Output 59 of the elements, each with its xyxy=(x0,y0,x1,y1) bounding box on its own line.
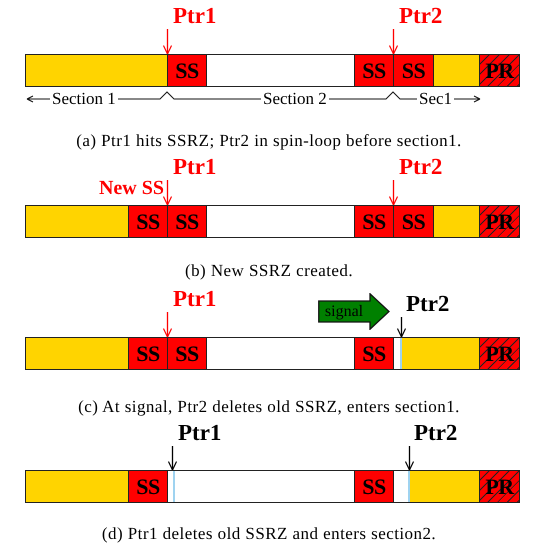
region xyxy=(128,471,167,502)
region xyxy=(393,55,433,86)
pointer-label: Ptr2 xyxy=(397,291,450,317)
region xyxy=(167,206,206,237)
region xyxy=(167,338,206,369)
region xyxy=(26,55,167,86)
pointer-label: Ptr1 xyxy=(164,3,216,29)
pointer-label: Ptr1 xyxy=(164,154,216,180)
region xyxy=(354,55,393,86)
region xyxy=(433,55,479,86)
region-label: SS xyxy=(362,342,386,364)
caption: (a) Ptr1 hits SSRZ; Ptr2 in spin-loop before section1. xyxy=(75,131,463,151)
pointer-arrow xyxy=(168,446,178,471)
region xyxy=(26,471,128,502)
region-label: SS xyxy=(175,342,199,364)
pointer-arrow xyxy=(388,180,398,206)
pointer-label: Ptr2 xyxy=(390,154,442,180)
region-label: SS xyxy=(362,60,386,82)
caption: (d) Ptr1 deletes old SSRZ and enters section2. xyxy=(100,524,438,544)
region-label: SS xyxy=(136,476,160,498)
pointer-arrow xyxy=(396,317,406,338)
memory-bar xyxy=(25,337,520,370)
pointer-arrow xyxy=(388,29,398,55)
region-label: SS xyxy=(175,60,199,82)
memory-bar xyxy=(25,54,520,87)
region xyxy=(433,206,479,237)
region-label: SS xyxy=(136,210,160,232)
caption: (b) New SSRZ created. xyxy=(184,261,354,281)
region-label: SS xyxy=(362,476,386,498)
region xyxy=(354,471,393,502)
region-label: SS xyxy=(402,210,426,232)
pointer-arrow xyxy=(404,446,414,471)
caption: (c) At signal, Ptr2 deletes old SSRZ, enters section1. xyxy=(77,397,461,417)
region-label: SS xyxy=(362,210,386,232)
pointer-label: Ptr1 xyxy=(169,420,222,446)
pointer-arrow xyxy=(162,312,172,338)
region xyxy=(128,338,167,369)
memory-bar xyxy=(25,470,520,503)
region xyxy=(400,338,479,369)
pointer-label: Ptr1 xyxy=(164,286,216,312)
region xyxy=(408,471,479,502)
region xyxy=(128,206,167,237)
region xyxy=(354,206,393,237)
pointer-arrow xyxy=(162,180,172,206)
region-label: SS xyxy=(402,60,426,82)
memory-bar xyxy=(25,205,520,238)
region xyxy=(167,55,206,86)
region xyxy=(26,206,128,237)
pointer-label: Ptr2 xyxy=(405,420,458,446)
signal-label: signal xyxy=(324,302,364,322)
region xyxy=(354,338,393,369)
signal-arrow xyxy=(318,293,390,330)
region-label: SS xyxy=(136,342,160,364)
annotation-label: New SS xyxy=(98,177,164,200)
pointer-arrow xyxy=(162,29,172,55)
pointer-label: Ptr2 xyxy=(390,3,442,29)
region-label: SS xyxy=(175,210,199,232)
region xyxy=(26,338,128,369)
region xyxy=(393,206,433,237)
